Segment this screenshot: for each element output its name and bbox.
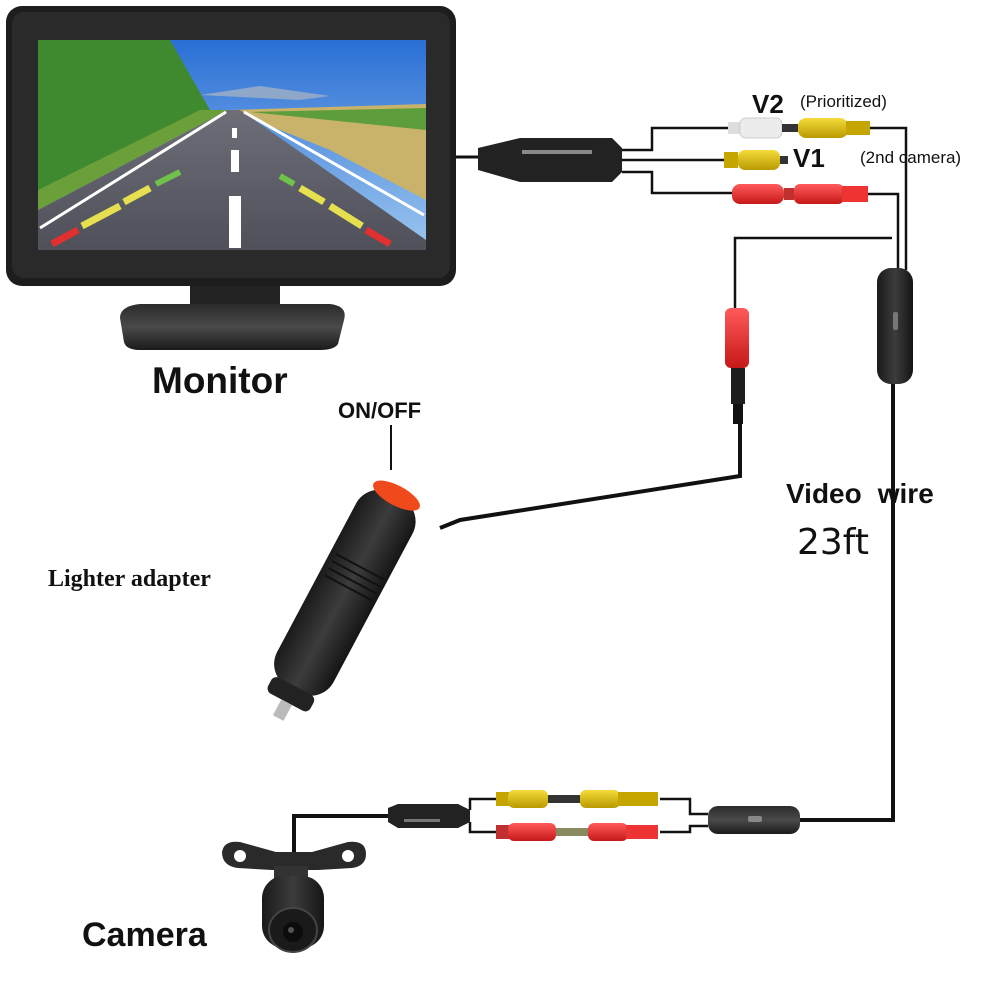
camera xyxy=(222,841,366,953)
video-wire-inline-box-bottom xyxy=(708,806,800,834)
lighter-adapter-label: Lighter adapter xyxy=(48,566,211,592)
on-off-label: ON/OFF xyxy=(338,398,422,423)
power-jack xyxy=(725,308,749,424)
v2-connector xyxy=(728,117,870,139)
lighter-adapter xyxy=(267,475,424,721)
splitter-wires xyxy=(622,126,735,195)
monitor-screen xyxy=(38,40,426,250)
video-wire-inline-box-top xyxy=(877,268,913,384)
v1-note: (2nd camera) xyxy=(860,148,962,167)
harness-wires xyxy=(733,126,908,310)
monitor-splitter xyxy=(478,138,622,182)
video-wire-length: 23ft xyxy=(797,522,869,563)
camera-harness-wires xyxy=(468,797,708,834)
camera-yellow-connector xyxy=(496,790,658,808)
v1-connector xyxy=(724,150,788,170)
on-off-switch[interactable] xyxy=(369,475,424,517)
camera-splitter xyxy=(388,804,470,828)
lighter-cable xyxy=(439,424,742,530)
camera-red-connector xyxy=(496,823,658,841)
video-wire-label-a: Video xyxy=(786,478,862,509)
video-wire-label-b: wire xyxy=(877,478,934,509)
video-wire xyxy=(800,384,895,822)
v2-note: (Prioritized) xyxy=(800,92,887,111)
monitor-label: Monitor xyxy=(152,360,288,401)
camera-label: Camera xyxy=(82,916,207,954)
video-wire-label: Video wire xyxy=(786,478,934,510)
v2-label: V2 xyxy=(752,89,784,119)
power-connector xyxy=(732,184,868,204)
camera-cable xyxy=(292,814,388,866)
v1-label: V1 xyxy=(793,143,825,173)
monitor xyxy=(6,6,456,350)
